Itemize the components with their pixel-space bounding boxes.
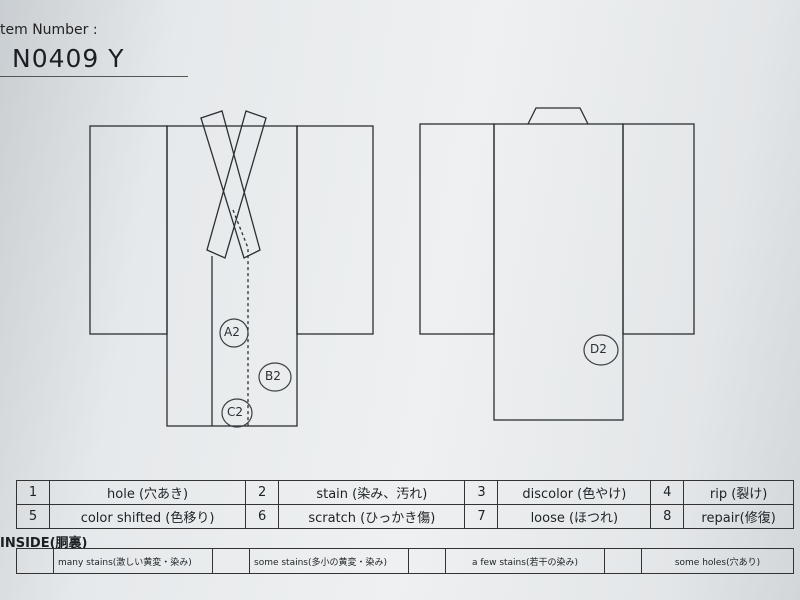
legend-text: discolor (色やけ)	[497, 480, 652, 505]
circle-b2	[258, 362, 292, 392]
back-collar	[527, 107, 589, 125]
inside-section-title: INSIDE(胴裏)	[0, 536, 88, 551]
legend-num: 7	[464, 504, 499, 529]
front-hidden-panel	[232, 209, 249, 426]
circle-c2	[221, 398, 253, 428]
item-number-value: N0409 Y	[12, 44, 125, 73]
legend-num: 1	[16, 480, 50, 505]
back-right-sleeve	[622, 123, 695, 335]
item-number-label: tem Number :	[0, 22, 98, 38]
front-left-sleeve	[89, 125, 168, 335]
inside-condition-table: many stains(激しい黄変・染み) some stains(多小の黄変・…	[16, 548, 794, 574]
inside-cell-many-stains: many stains(激しい黄変・染み)	[53, 548, 213, 574]
circle-d2	[583, 334, 619, 366]
legend-num: 2	[245, 480, 280, 505]
legend-num: 5	[16, 504, 50, 529]
inside-checkbox-cell[interactable]	[212, 548, 250, 574]
item-number-underline	[0, 76, 188, 77]
legend-text: stain (染み、汚れ)	[278, 480, 466, 505]
annotation-c2: C2	[227, 405, 244, 419]
back-left-sleeve	[419, 123, 495, 335]
front-collar-right	[206, 110, 267, 259]
legend-text: rip (裂け)	[683, 480, 794, 505]
inside-cell-some-stains: some stains(多小の黄変・染み)	[249, 548, 409, 574]
legend-num: 3	[464, 480, 499, 505]
legend-text: repair(修復)	[683, 504, 794, 529]
kimono-back	[419, 107, 695, 421]
legend-num: 8	[650, 504, 685, 529]
legend-row: 5 color shifted (色移り) 6 scratch (ひっかき傷) …	[16, 504, 794, 529]
legend-row: 1 hole (穴あき) 2 stain (染み、汚れ) 3 discolor …	[16, 480, 794, 505]
legend-num: 4	[650, 480, 685, 505]
front-right-sleeve	[296, 125, 374, 335]
inside-cell-some-holes: some holes(穴あり)	[641, 548, 794, 574]
kimono-front	[89, 110, 374, 427]
legend-text: loose (ほつれ)	[497, 504, 652, 529]
circle-a2	[219, 318, 249, 348]
kimono-diagram	[89, 107, 695, 428]
inside-checkbox-cell[interactable]	[16, 548, 54, 574]
legend-text: hole (穴あき)	[48, 480, 247, 505]
inside-row: many stains(激しい黄変・染み) some stains(多小の黄変・…	[16, 548, 794, 574]
annotation-d2: D2	[590, 342, 607, 356]
inside-checkbox-cell[interactable]	[604, 548, 642, 574]
legend-text: color shifted (色移り)	[48, 504, 247, 529]
inside-cell-few-stains: a few stains(若干の染み)	[445, 548, 605, 574]
legend-text: scratch (ひっかき傷)	[278, 504, 466, 529]
damage-legend-table: 1 hole (穴あき) 2 stain (染み、汚れ) 3 discolor …	[16, 480, 794, 529]
annotation-a2: A2	[224, 325, 240, 339]
legend-num: 6	[245, 504, 280, 529]
back-body	[493, 123, 624, 421]
annotation-b2: B2	[265, 369, 281, 383]
front-collar-left	[200, 110, 261, 259]
inside-checkbox-cell[interactable]	[408, 548, 446, 574]
